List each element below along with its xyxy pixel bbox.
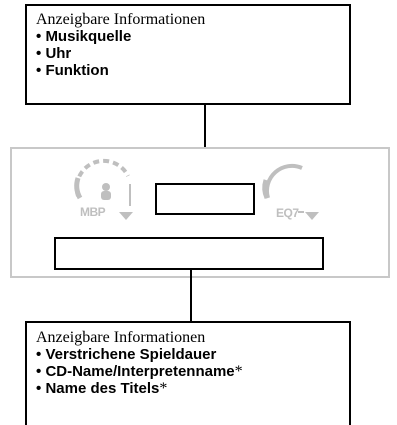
bullet: •	[36, 28, 42, 45]
item-text: Uhr	[45, 45, 72, 62]
bottom-connector-line	[190, 270, 192, 321]
eq7-knob-icon	[262, 163, 319, 220]
asterisk: *	[234, 363, 243, 380]
mbp-knob-label: MBP	[80, 205, 106, 219]
top-info-title: Anzeigbare Informationen	[36, 11, 206, 28]
bottom-info-item-titelname: • Name des Titels*	[36, 380, 349, 397]
eq7-knob-label: EQ7	[276, 206, 299, 220]
mbp-knob-icon	[74, 158, 133, 220]
bottom-info-item-cd-name: • CD-Name/Interpretenname*	[36, 363, 349, 380]
main-display-rect	[54, 237, 324, 270]
bottom-info-item-spieldauer: • Verstrichene Spieldauer	[36, 346, 349, 363]
bullet: •	[36, 62, 42, 79]
top-info-box: Anzeigbare Informationen • Musikquelle •…	[25, 4, 351, 105]
top-info-item-musikquelle: • Musikquelle	[36, 28, 349, 45]
item-text: Name des Titels	[45, 380, 160, 397]
bottom-info-title: Anzeigbare Informationen	[36, 329, 206, 346]
item-text: Verstrichene Spieldauer	[45, 346, 217, 363]
item-text: Musikquelle	[45, 28, 132, 45]
bullet: •	[36, 346, 42, 363]
top-info-item-uhr: • Uhr	[36, 45, 349, 62]
bottom-info-box: Anzeigbare Informationen • Verstrichene …	[25, 321, 351, 425]
asterisk: *	[159, 380, 168, 397]
bullet: •	[36, 363, 42, 380]
top-connector-line	[204, 105, 206, 185]
item-text: Funktion	[45, 62, 109, 79]
bullet: •	[36, 380, 42, 397]
top-info-item-funktion: • Funktion	[36, 62, 349, 79]
source-display-rect	[155, 183, 255, 215]
item-text: CD-Name/Interpretenname	[45, 363, 235, 380]
bullet: •	[36, 45, 42, 62]
